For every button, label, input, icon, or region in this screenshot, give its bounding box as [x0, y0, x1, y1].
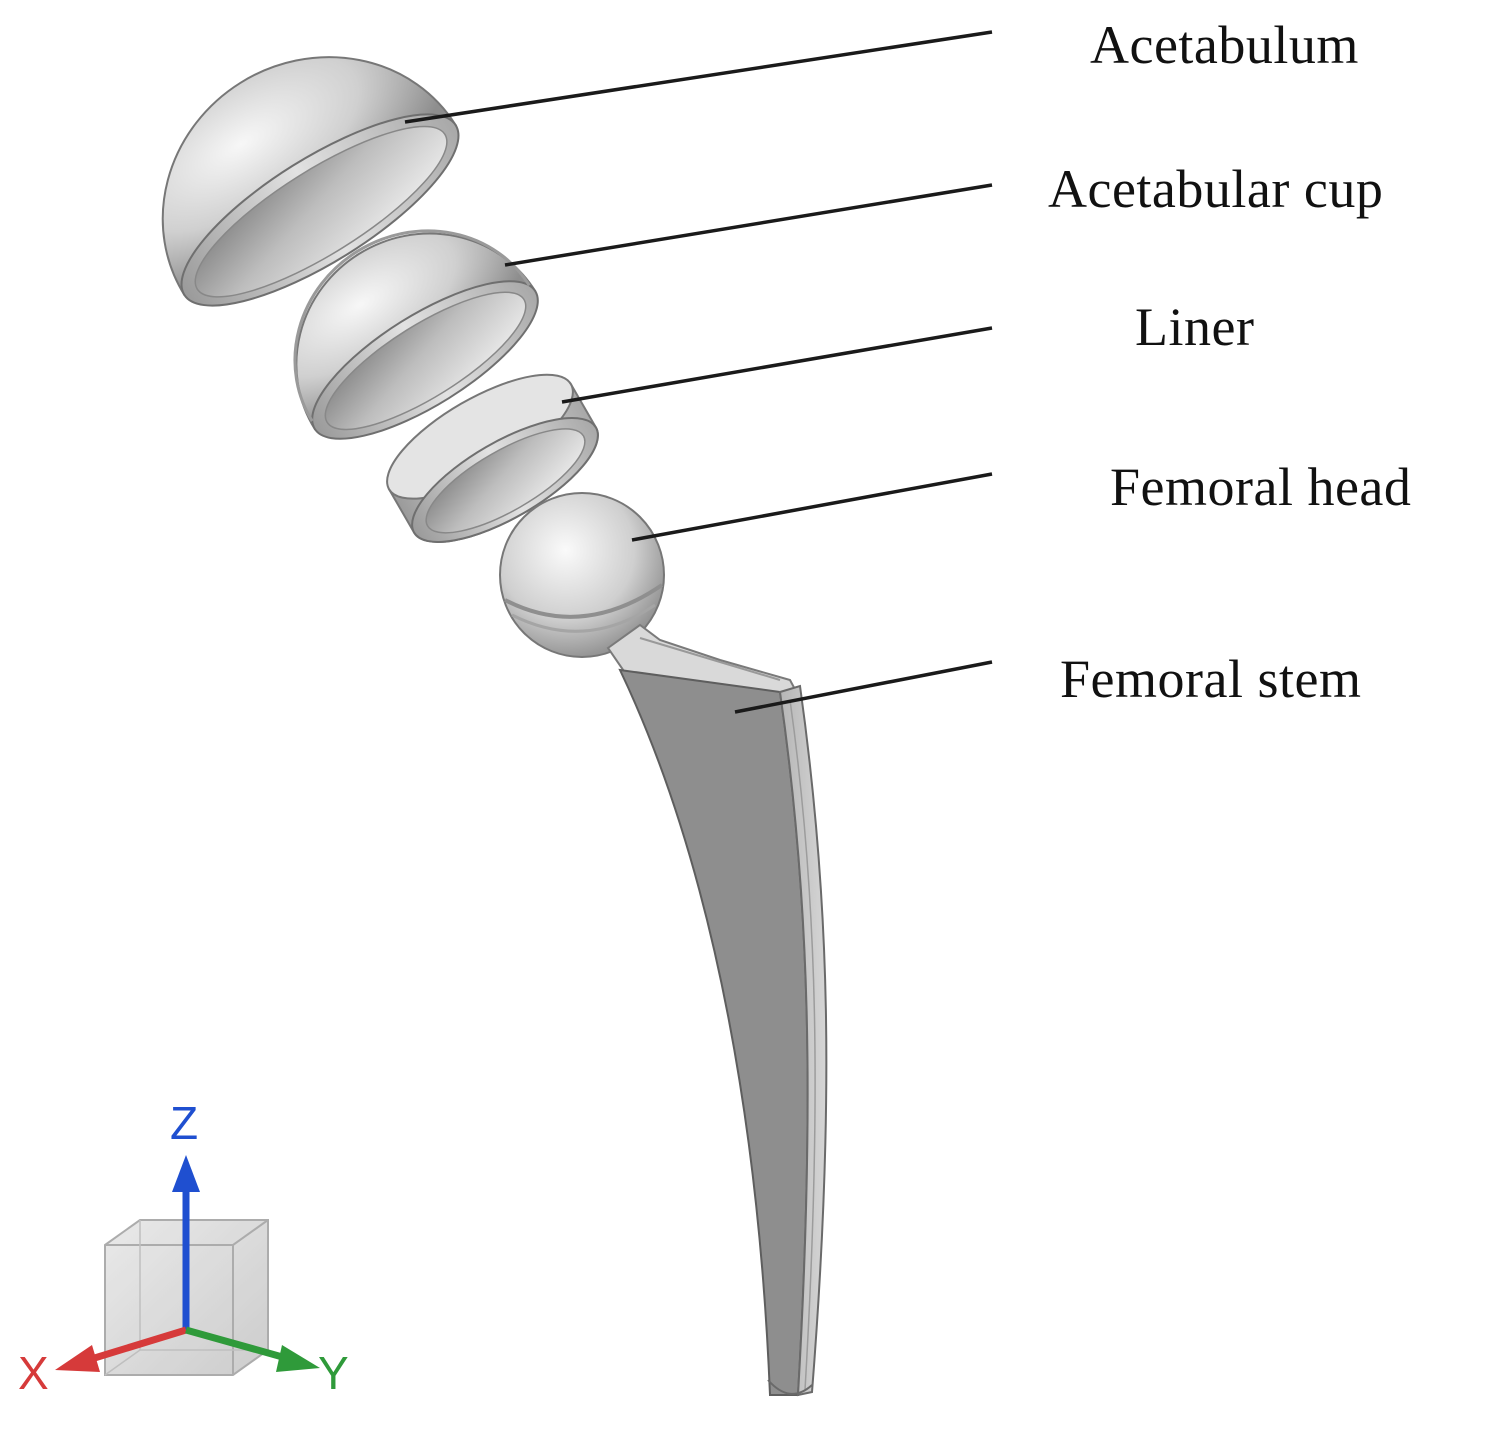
- femoral-head-part: [499, 492, 665, 658]
- label-acetabular-cup: Acetabular cup: [1048, 159, 1384, 219]
- leader-line-femoral-stem: [734, 660, 993, 714]
- leader-line-acetabulum: [404, 30, 993, 124]
- z-axis-arrow-icon: [172, 1155, 200, 1330]
- axis-triad: [55, 1155, 320, 1376]
- leader-line-liner: [561, 326, 993, 404]
- axis-label-x: X: [18, 1347, 49, 1399]
- leader-lines: [404, 30, 993, 714]
- x-axis-arrow-icon: [55, 1326, 188, 1372]
- femoral-stem-part: [606, 623, 828, 1397]
- leader-line-acetabular-cup: [504, 183, 993, 267]
- acetabulum-part: [161, 56, 460, 307]
- axis-label-y: Y: [318, 1347, 349, 1399]
- label-acetabulum: Acetabulum: [1090, 15, 1359, 75]
- axis-label-z: Z: [170, 1097, 199, 1149]
- label-femoral-head: Femoral head: [1110, 457, 1412, 517]
- label-femoral-stem: Femoral stem: [1060, 649, 1362, 709]
- label-liner: Liner: [1135, 297, 1255, 357]
- liner-part: [386, 373, 599, 543]
- acetabular-cup-part: [293, 229, 539, 440]
- leader-line-femoral-head: [631, 472, 993, 542]
- y-axis-arrow-icon: [185, 1326, 320, 1372]
